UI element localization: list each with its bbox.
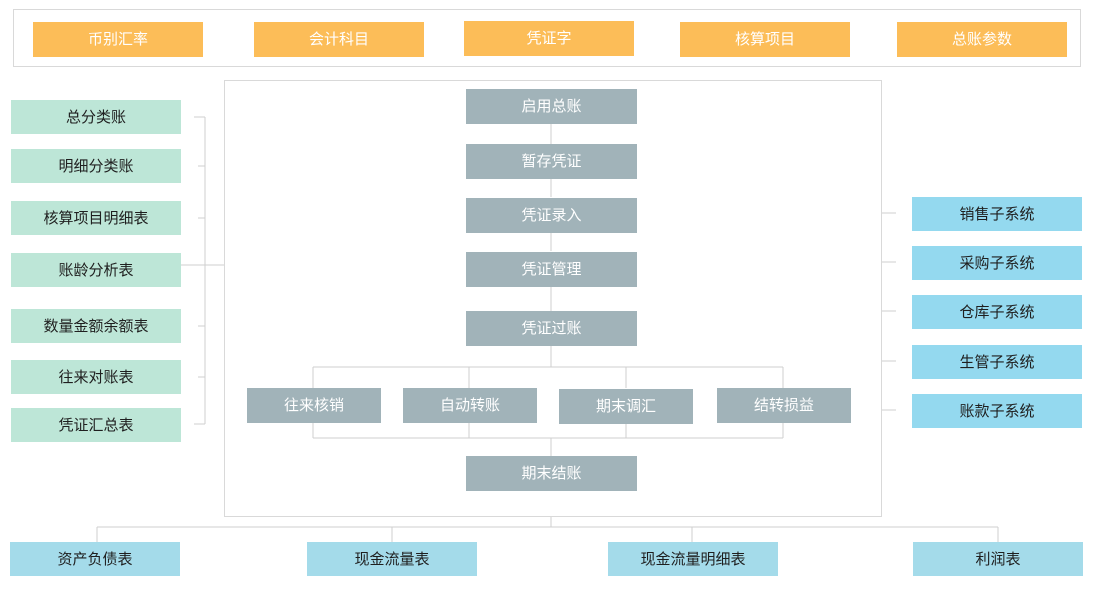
flow-voucher-entry[interactable]: 凭证录入 [466,198,637,233]
flow-auto-transfer[interactable]: 自动转账 [403,388,537,423]
flow-enable-ledger[interactable]: 启用总账 [466,89,637,124]
subsystem-sales[interactable]: 销售子系统 [912,197,1082,231]
report-voucher-summary[interactable]: 凭证汇总表 [11,408,181,442]
flow-voucher-posting[interactable]: 凭证过账 [466,311,637,346]
setting-ledger-params[interactable]: 总账参数 [897,22,1067,57]
flow-carry-forward-pl[interactable]: 结转损益 [717,388,851,423]
report-reconciliation[interactable]: 往来对账表 [11,360,181,394]
flow-voucher-management[interactable]: 凭证管理 [466,252,637,287]
flow-write-off[interactable]: 往来核销 [247,388,381,423]
statement-income[interactable]: 利润表 [913,542,1083,576]
flow-period-close[interactable]: 期末结账 [466,456,637,491]
subsystem-warehouse[interactable]: 仓库子系统 [912,295,1082,329]
setting-currency-rate[interactable]: 币别汇率 [33,22,203,57]
statement-balance-sheet[interactable]: 资产负债表 [10,542,180,576]
flow-period-exchange-adjust[interactable]: 期末调汇 [559,389,693,424]
setting-accounts[interactable]: 会计科目 [254,22,424,57]
settings-frame [13,9,1081,67]
setting-accounting-items[interactable]: 核算项目 [680,22,850,57]
report-quantity-amount-balance[interactable]: 数量金额余额表 [11,309,181,343]
subsystem-purchasing[interactable]: 采购子系统 [912,246,1082,280]
statement-cash-flow-detail[interactable]: 现金流量明细表 [608,542,778,576]
setting-voucher-word[interactable]: 凭证字 [464,21,634,56]
statement-cash-flow[interactable]: 现金流量表 [307,542,477,576]
flow-draft-voucher[interactable]: 暂存凭证 [466,144,637,179]
report-aging-analysis[interactable]: 账龄分析表 [11,253,181,287]
report-general-ledger[interactable]: 总分类账 [11,100,181,134]
report-item-detail[interactable]: 核算项目明细表 [11,201,181,235]
subsystem-accounts[interactable]: 账款子系统 [912,394,1082,428]
report-detail-ledger[interactable]: 明细分类账 [11,149,181,183]
flow-frame [224,80,882,517]
subsystem-production[interactable]: 生管子系统 [912,345,1082,379]
